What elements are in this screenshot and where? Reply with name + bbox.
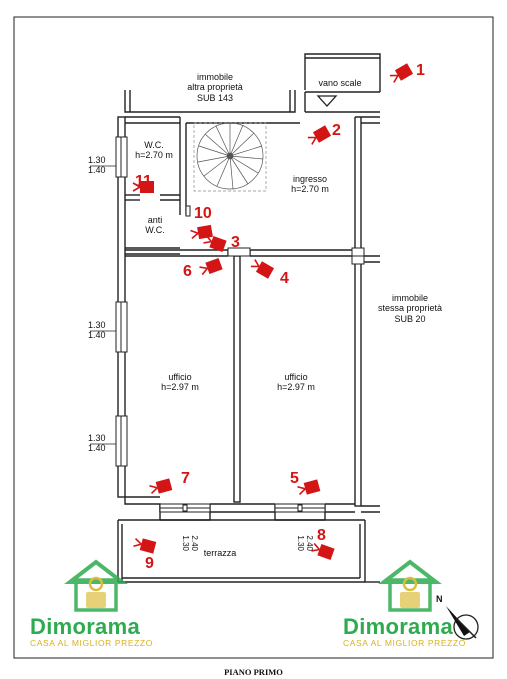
office-right-name: ufficio: [284, 372, 308, 382]
camera-number-1: 1: [416, 62, 425, 79]
window-dim-2: 1.30 1.40: [88, 320, 114, 341]
neighbor-right-label: immobile stessa proprietà SUB 20: [360, 293, 460, 324]
anti-wc-label: anti W.C.: [130, 215, 180, 236]
camera-marker-1: [389, 63, 414, 83]
camera-number-11: 11: [135, 173, 152, 190]
office-left-name: ufficio: [168, 372, 192, 382]
doors-bottom: [159, 503, 326, 513]
office-right-label: ufficio h=2.97 m: [256, 372, 336, 393]
entrance-label: ingresso h=2.70 m: [270, 174, 350, 195]
entrance-height: h=2.70 m: [291, 184, 329, 195]
neighbor-top-line1: immobile: [196, 72, 233, 82]
camera-number-8: 8: [317, 527, 326, 544]
window-dim-3: 1.30 1.40: [88, 433, 114, 454]
camera-number-7: 7: [181, 470, 190, 487]
neighbor-top-line2: altra proprietà: [187, 82, 243, 93]
logo-name-right: Dimorama: [343, 614, 453, 639]
stair-label: vano scale: [318, 78, 362, 88]
window-dim-2-b: 1.40: [88, 330, 106, 341]
window-dim-1-a: 1.30: [88, 155, 106, 165]
camera-marker-10: [190, 224, 213, 240]
camera-marker-7: [149, 478, 173, 495]
office-left-label: ufficio h=2.97 m: [140, 372, 220, 393]
logo-tagline-left: CASA AL MIGLIOR PREZZO: [30, 638, 153, 648]
window-dim-2-a: 1.30: [88, 320, 106, 330]
neighbor-right-line2: stessa proprietà: [377, 303, 443, 314]
compass-rose: [446, 606, 479, 640]
camera-marker-9: [133, 537, 157, 554]
camera-marker-8: [311, 542, 335, 561]
camera-number-6: 6: [183, 263, 192, 280]
window-dim-lines: [90, 165, 116, 445]
anti-wc-line2: W.C.: [145, 225, 165, 236]
compass-north-label: N: [436, 594, 443, 604]
logo-house-icon-right: [378, 559, 442, 612]
wc-label: W.C. h=2.70 m: [128, 140, 180, 161]
camera-number-10: 10: [194, 205, 212, 222]
camera-marker-5: [297, 479, 321, 496]
window-dim-1-b: 1.40: [88, 165, 106, 176]
window-dim-3-a: 1.30: [88, 433, 106, 443]
logo-house-icon-left: [64, 559, 128, 612]
window-dim-1: 1.30 1.40: [88, 155, 114, 176]
camera-number-9: 9: [145, 555, 154, 572]
camera-number-3: 3: [231, 234, 240, 251]
neighbor-right-line3: SUB 20: [394, 313, 426, 324]
office-left-height: h=2.97 m: [161, 382, 199, 393]
camera-marker-4: [250, 259, 275, 279]
wc-name: W.C.: [144, 140, 164, 150]
neighbor-top-label: immobile altra proprietà SUB 143: [160, 72, 270, 103]
left-windows: [115, 136, 128, 467]
logo-name-left: Dimorama: [30, 614, 140, 639]
anti-wc-line1: anti: [147, 215, 163, 225]
wc-height: h=2.70 m: [135, 150, 173, 161]
terrace-label: terrazza: [203, 548, 237, 558]
camera-number-5: 5: [290, 470, 299, 487]
neighbor-right-line1: immobile: [391, 293, 428, 303]
camera-marker-11: [132, 181, 154, 193]
window-dim-3-b: 1.40: [88, 443, 106, 454]
neighbor-top-line3: SUB 143: [196, 92, 234, 103]
spiral-staircase: [193, 122, 267, 192]
hall-doors: [185, 205, 365, 265]
camera-number-2: 2: [332, 122, 341, 139]
camera-number-4: 4: [280, 270, 289, 287]
camera-marker-6: [199, 257, 223, 276]
camera-marker-2: [307, 125, 332, 145]
sheet-border: [13, 16, 494, 659]
stair-arrow: [316, 95, 338, 107]
office-right-height: h=2.97 m: [277, 382, 315, 393]
entrance-name: ingresso: [292, 174, 328, 184]
floor-title: PIANO PRIMO: [224, 667, 283, 677]
logo-tagline-right: CASA AL MIGLIOR PREZZO: [343, 638, 466, 648]
